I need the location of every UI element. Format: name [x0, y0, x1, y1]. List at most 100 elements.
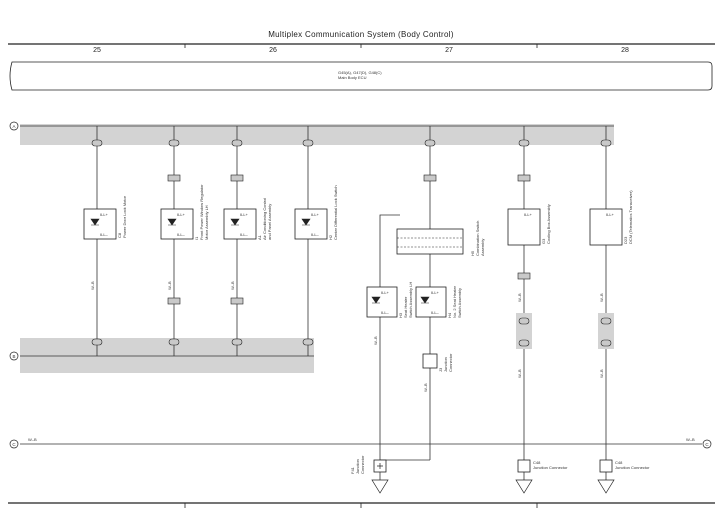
connector-pin [302, 139, 314, 147]
bus-a-pins [91, 139, 612, 147]
svg-text:Combination Switch: Combination Switch [475, 221, 480, 256]
svg-text:C48: C48 [533, 460, 541, 465]
svg-text:ILL+: ILL+ [381, 290, 390, 295]
svg-text:Switch Assembly: Switch Assembly [457, 288, 462, 318]
svg-text:W–B: W–B [373, 336, 378, 345]
svg-text:Junction: Junction [355, 459, 360, 474]
svg-text:DCM (Telematics Transceiver): DCM (Telematics Transceiver) [628, 190, 633, 244]
svg-text:Junction Connector: Junction Connector [615, 465, 650, 470]
svg-text:C8: C8 [117, 232, 122, 238]
svg-text:C48: C48 [615, 460, 623, 465]
column-number: 26 [269, 47, 277, 54]
svg-text:H4: H4 [447, 312, 452, 318]
svg-text:Seat Heater: Seat Heater [403, 296, 408, 318]
svg-text:D23: D23 [623, 236, 628, 244]
svg-text:F41: F41 [350, 466, 355, 474]
bus-a-band [20, 124, 614, 145]
svg-text:Cooling Box Assembly: Cooling Box Assembly [546, 204, 551, 244]
svg-text:Connector: Connector [360, 455, 365, 474]
component-h3-seat-heater: ILL+ ILL– H3 Seat Heater Switch Assembly… [366, 282, 413, 318]
inline-connector [423, 174, 437, 182]
bus-c-wire-label-right: W–B [686, 437, 695, 442]
led-icon [167, 218, 177, 226]
svg-text:ILL+: ILL+ [311, 212, 320, 217]
component-h5-combination-switch: H5 Combination Switch Assembly [396, 221, 485, 256]
svg-text:J3: J3 [438, 367, 443, 372]
svg-text:G3: G3 [541, 238, 546, 244]
connector-pin [91, 139, 103, 147]
inline-connector [517, 272, 531, 280]
component-g3-cooling-box: ILL+ G3 Cooling Box Assembly [507, 204, 551, 246]
led-icon [301, 218, 311, 226]
ecu-name: Main Body ECU [338, 75, 367, 80]
svg-text:Center Differential Lock Switc: Center Differential Lock Switch [333, 185, 338, 240]
connector-pin [518, 317, 530, 325]
column-number: 27 [445, 47, 453, 54]
svg-text:W–B: W–B [230, 281, 235, 290]
component-d23-dcm: ILL+ D23 DCM (Telematics Transceiver) [589, 190, 633, 246]
component-c8: ILL+ ILL– C8 Power Door Lock Motor [83, 195, 127, 240]
ecu-outline [9, 61, 713, 91]
svg-text:ILL–: ILL– [177, 232, 186, 237]
column-number: 28 [621, 47, 629, 54]
component-h2: ILL+ ILL– H2 Center Differential Lock Sw… [294, 185, 338, 240]
bus-c-letter-left: C [12, 442, 16, 447]
led-icon [371, 296, 381, 304]
junction-connector-left: C48 Junction Connector [515, 459, 568, 494]
svg-text:Power Door Lock Motor: Power Door Lock Motor [122, 195, 127, 238]
svg-text:ILL–: ILL– [240, 232, 249, 237]
connector-pin [518, 139, 530, 147]
led-icon [90, 218, 100, 226]
svg-text:ILL–: ILL– [311, 232, 320, 237]
led-icon [420, 296, 430, 304]
bus-b-band [20, 338, 314, 373]
svg-text:H2: H2 [328, 234, 333, 240]
connector-pin [91, 338, 103, 346]
ecu-codes: G45(A), G47(D), G48(C) [338, 70, 382, 75]
bus-b-letter: B [12, 354, 15, 359]
connector-pin [231, 338, 243, 346]
wire-labels: W–B W–B W–B W–B W–B W–B W–B W–B W–B [90, 281, 604, 392]
svg-text:Motor Assembly LH: Motor Assembly LH [204, 205, 209, 240]
svg-text:and Panel Assembly: and Panel Assembly [267, 204, 272, 240]
column-ticks [184, 44, 538, 508]
connector-pin [168, 139, 180, 147]
component-j3-junction: J3 Junction Connector [422, 353, 453, 372]
bus-c-letter-right: C [705, 442, 709, 447]
inline-connector [167, 297, 181, 305]
svg-text:ILL–: ILL– [100, 232, 109, 237]
bus-b-marker [9, 351, 19, 361]
svg-text:ILL+: ILL+ [524, 212, 533, 217]
component-i1: ILL+ ILL– I1 Front Power Window Regulato… [160, 184, 209, 240]
connector-pin [231, 139, 243, 147]
inline-connector [230, 297, 244, 305]
bus-c-marker-left [9, 439, 19, 449]
svg-text:Air Conditioning Control: Air Conditioning Control [262, 198, 267, 240]
ground-connector-f41: F41 Junction Connector [350, 455, 389, 494]
svg-text:I1: I1 [194, 236, 199, 240]
connector-pin [424, 139, 436, 147]
bus-a-letter: A [12, 124, 15, 129]
connector-pin [518, 339, 530, 347]
bus-a-marker [9, 121, 19, 131]
svg-text:W–B: W–B [599, 369, 604, 378]
component-a1: ILL+ ILL– A1 Air Conditioning Control an… [223, 198, 272, 240]
svg-text:H5: H5 [470, 250, 475, 256]
connector-pin [168, 338, 180, 346]
svg-text:ILL–: ILL– [381, 310, 390, 315]
svg-text:ILL+: ILL+ [431, 290, 440, 295]
svg-text:ILL+: ILL+ [100, 212, 109, 217]
bus-c-wire-label-left: W–B [28, 437, 37, 442]
svg-text:H3: H3 [398, 312, 403, 318]
junction-connector-right: C48 Junction Connector [597, 459, 650, 494]
svg-text:W–B: W–B [167, 281, 172, 290]
inline-connector [230, 174, 244, 182]
svg-text:A1: A1 [257, 234, 262, 240]
vertical-wires [96, 126, 607, 480]
svg-text:W–B: W–B [599, 293, 604, 302]
svg-text:ILL+: ILL+ [177, 212, 186, 217]
svg-text:Junction Connector: Junction Connector [533, 465, 568, 470]
svg-text:Assembly: Assembly [480, 239, 485, 256]
column-number: 25 [93, 47, 101, 54]
